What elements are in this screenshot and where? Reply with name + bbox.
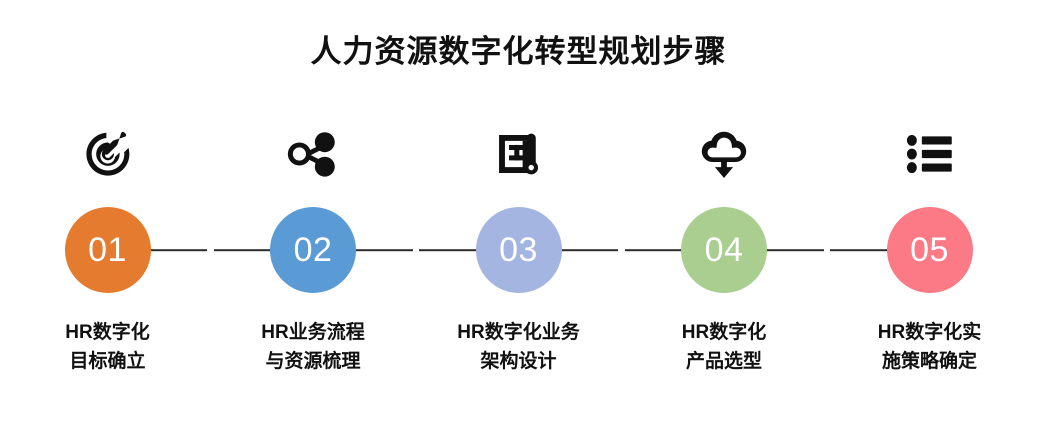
connector-line: [355, 249, 413, 251]
connector-line: [561, 249, 618, 251]
connector-line: [766, 249, 824, 251]
page-title: 人力资源数字化转型规划步骤: [310, 34, 727, 69]
step-marker-row-04: 04: [624, 200, 824, 300]
step-caption-03: HR数字化业务 架构设计: [457, 318, 579, 377]
step-item-04[interactable]: 04 HR数字化 产品选型: [624, 108, 824, 377]
step-number-badge-03[interactable]: 03: [475, 207, 562, 293]
step-item-01[interactable]: 01 HR数字化 目标确立: [8, 108, 207, 377]
connector-line: [624, 249, 682, 251]
step-item-02[interactable]: 02 HR业务流程 与资源梳理: [213, 108, 413, 377]
caption-line-2: 施策略确定: [881, 351, 977, 373]
step-marker-row-03: 03: [419, 200, 618, 300]
caption-line-1: HR数字化实: [877, 322, 982, 343]
caption-line-1: HR数字化: [681, 322, 767, 343]
bullet-list-icon: [901, 108, 959, 200]
step-number-badge-01[interactable]: 01: [64, 207, 151, 293]
cloud-download-icon: [695, 108, 753, 200]
connector-line: [830, 249, 887, 251]
caption-line-2: 产品选型: [685, 351, 762, 373]
step-number-badge-02[interactable]: 02: [270, 207, 356, 293]
caption-line-2: 与资源梳理: [265, 351, 361, 373]
step-item-05[interactable]: 05 HR数字化实 施策略确定: [830, 108, 1029, 377]
caption-line-1: HR数字化业务: [457, 322, 580, 343]
steps-row: 01 HR数字化 目标确立 02: [0, 108, 1037, 434]
caption-line-2: 目标确立: [69, 351, 146, 373]
connector-line: [419, 249, 476, 251]
connector-line: [150, 249, 207, 251]
caption-line-1: HR数字化: [65, 322, 150, 343]
step-caption-01: HR数字化 目标确立: [65, 318, 149, 377]
step-caption-05: HR数字化实 施策略确定: [878, 318, 981, 377]
caption-line-1: HR业务流程: [261, 322, 365, 343]
target-icon: [79, 108, 137, 200]
connector-line: [213, 249, 271, 251]
step-number-badge-04[interactable]: 04: [681, 207, 767, 293]
share-network-icon: [284, 108, 342, 200]
step-item-03[interactable]: 03 HR数字化业务 架构设计: [419, 108, 618, 377]
step-marker-row-05: 05: [830, 200, 1029, 300]
blueprint-icon: [490, 108, 548, 200]
step-number-badge-05[interactable]: 05: [886, 207, 973, 293]
step-marker-row-01: 01: [8, 200, 207, 300]
step-marker-row-02: 02: [213, 200, 413, 300]
step-caption-04: HR数字化 产品选型: [682, 318, 766, 377]
caption-line-2: 架构设计: [480, 351, 557, 373]
step-caption-02: HR业务流程 与资源梳理: [261, 318, 364, 377]
